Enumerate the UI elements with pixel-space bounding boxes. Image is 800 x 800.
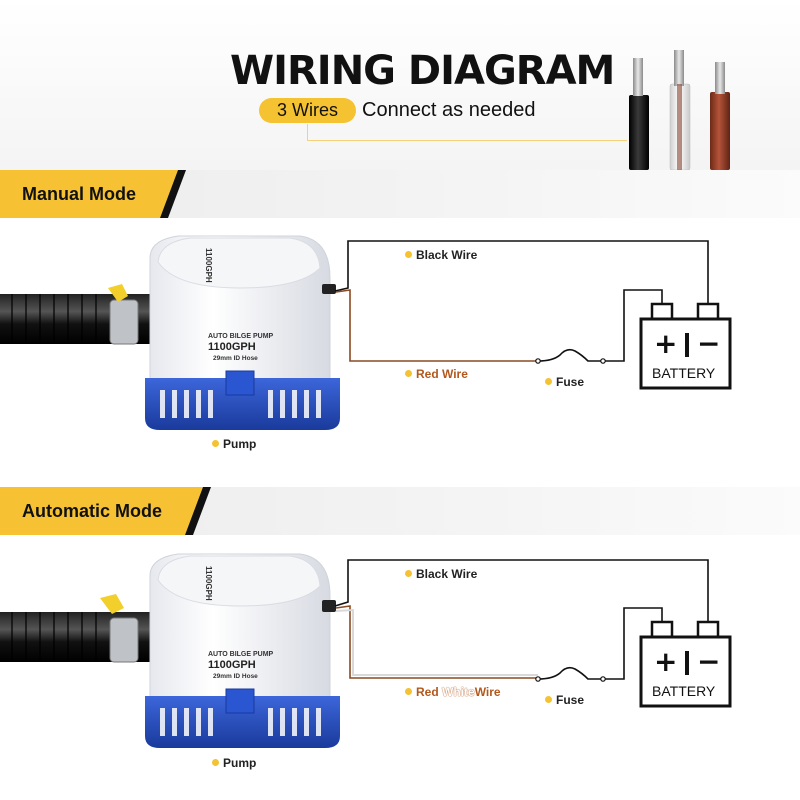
pump-brand-text: AUTO BILGE PUMP	[208, 333, 274, 340]
manual-diagram: AUTO BILGE PUMP 1100GPH 29mm ID Hose 110…	[0, 235, 732, 430]
pump-model-text: 1100GPH	[208, 341, 256, 353]
fuse-right-terminal	[600, 358, 606, 364]
black-wire-photo	[629, 58, 649, 170]
automatic-mode-label: Automatic Mode	[22, 501, 163, 521]
battery-divider	[685, 651, 689, 675]
discharge-hose	[0, 594, 150, 663]
pump-top-text: 1100GPH	[204, 566, 213, 601]
fuse-left-terminal	[535, 358, 541, 364]
battery-minus: −	[697, 645, 720, 678]
fuse-label: Fuse	[545, 375, 584, 389]
automatic-mode-section: AUTO BILGE PUMP 1100GPH 29mm ID Hose 110…	[0, 536, 800, 796]
bilge-pump	[145, 235, 340, 430]
pump-brand-text: AUTO BILGE PUMP	[208, 651, 274, 658]
pump-label: Pump	[212, 756, 256, 770]
discharge-hose	[0, 284, 150, 345]
subtitle: Connect as needed	[362, 99, 536, 121]
pump-top-text: 1100GPH	[204, 248, 213, 283]
automatic-mode-tag: Automatic Mode	[0, 487, 215, 535]
battery-divider	[685, 333, 689, 357]
callout-line	[307, 140, 627, 141]
white-wire-photo	[669, 50, 691, 171]
pump-model-text: 1100GPH	[208, 659, 256, 671]
black-wire-path	[334, 240, 709, 306]
manual-mode-tag: Manual Mode	[0, 170, 190, 218]
red-wire-path	[335, 289, 538, 362]
red-white-wire-label: Red WhiteWire	[405, 685, 501, 699]
automatic-wiring	[334, 559, 709, 682]
white-word: White	[442, 685, 475, 699]
fuse-to-battery-wire	[605, 607, 663, 680]
pump-label: Pump	[212, 437, 256, 451]
bilge-pump	[145, 553, 340, 748]
battery-plus: +	[654, 645, 677, 678]
callout-line-vertical	[307, 124, 308, 141]
black-wire-label: Black Wire	[405, 567, 477, 581]
pump-hose-text: 29mm ID Hose	[213, 355, 258, 362]
manual-mode-section: AUTO BILGE PUMP 1100GPH 29mm ID Hose 110…	[0, 218, 800, 478]
battery-label: BATTERY	[652, 365, 716, 381]
manual-mode-label: Manual Mode	[22, 184, 137, 204]
header-band	[0, 0, 800, 170]
wires-badge: 3 Wires	[259, 98, 356, 123]
battery-minus: −	[697, 327, 720, 360]
red-wire-label: Red Wire	[405, 367, 468, 381]
red-wire-photo	[710, 62, 730, 170]
fuse-symbol	[537, 348, 603, 362]
battery-plus: +	[654, 327, 677, 360]
white-wire-path	[335, 608, 538, 676]
fuse-right-terminal	[600, 676, 606, 682]
battery	[639, 302, 732, 390]
battery-label: BATTERY	[652, 683, 716, 699]
fuse-label: Fuse	[545, 693, 584, 707]
fuse-to-battery-wire	[605, 289, 663, 362]
fuse-symbol	[537, 666, 603, 680]
page-title: WIRING DIAGRAM	[230, 48, 615, 94]
black-wire-path	[334, 559, 709, 624]
automatic-diagram: AUTO BILGE PUMP 1100GPH 29mm ID Hose 110…	[0, 553, 732, 748]
red-wire-path	[335, 605, 538, 679]
manual-wiring	[334, 240, 709, 364]
pump-hose-text: 29mm ID Hose	[213, 673, 258, 680]
fuse-left-terminal	[535, 676, 541, 682]
black-wire-label: Black Wire	[405, 248, 477, 262]
